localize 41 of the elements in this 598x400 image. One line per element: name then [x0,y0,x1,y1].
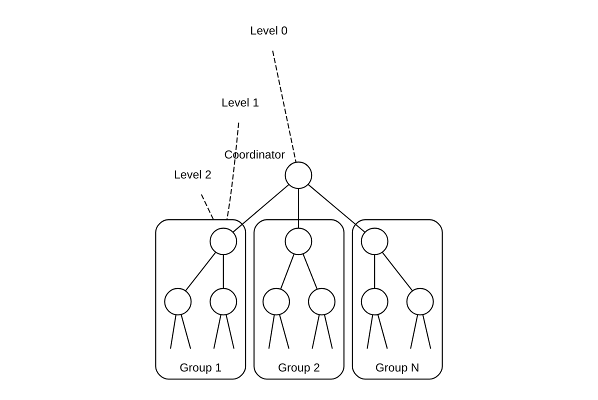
node-circle [308,288,336,316]
node-circle [284,162,312,190]
node-circle [164,288,192,316]
connector [268,314,275,349]
node-circle [406,288,434,316]
connector [232,184,289,233]
cluster: Group N [352,219,443,380]
node-circle [360,288,388,316]
node-label: Coordinator [224,148,285,162]
connector [222,254,224,288]
connector [374,254,376,288]
connector [272,50,296,162]
node-circle [284,228,312,256]
connector [422,314,432,349]
connector [226,122,240,220]
connector [382,252,413,291]
connector [298,188,299,228]
node-text: Level 0 [250,24,288,38]
connector [170,314,176,349]
connector [410,314,418,349]
connector [308,184,366,232]
connector [200,194,214,220]
connector [185,252,216,291]
connector [312,314,320,349]
node-circle [360,228,388,256]
connector [377,314,388,349]
cluster: Group 1 [155,219,246,380]
connector [280,254,295,290]
node-circle [210,228,238,256]
cluster: Group 2 [254,219,344,380]
connector [213,314,222,349]
node-text: Level 2 [174,168,212,182]
connector [226,314,234,349]
connector [366,314,374,349]
node-circle [262,288,290,316]
connector [302,254,318,290]
connector [180,314,192,349]
connector [279,314,290,349]
node-text: Level 1 [222,96,260,110]
node-circle [210,288,238,316]
connector [324,314,333,349]
